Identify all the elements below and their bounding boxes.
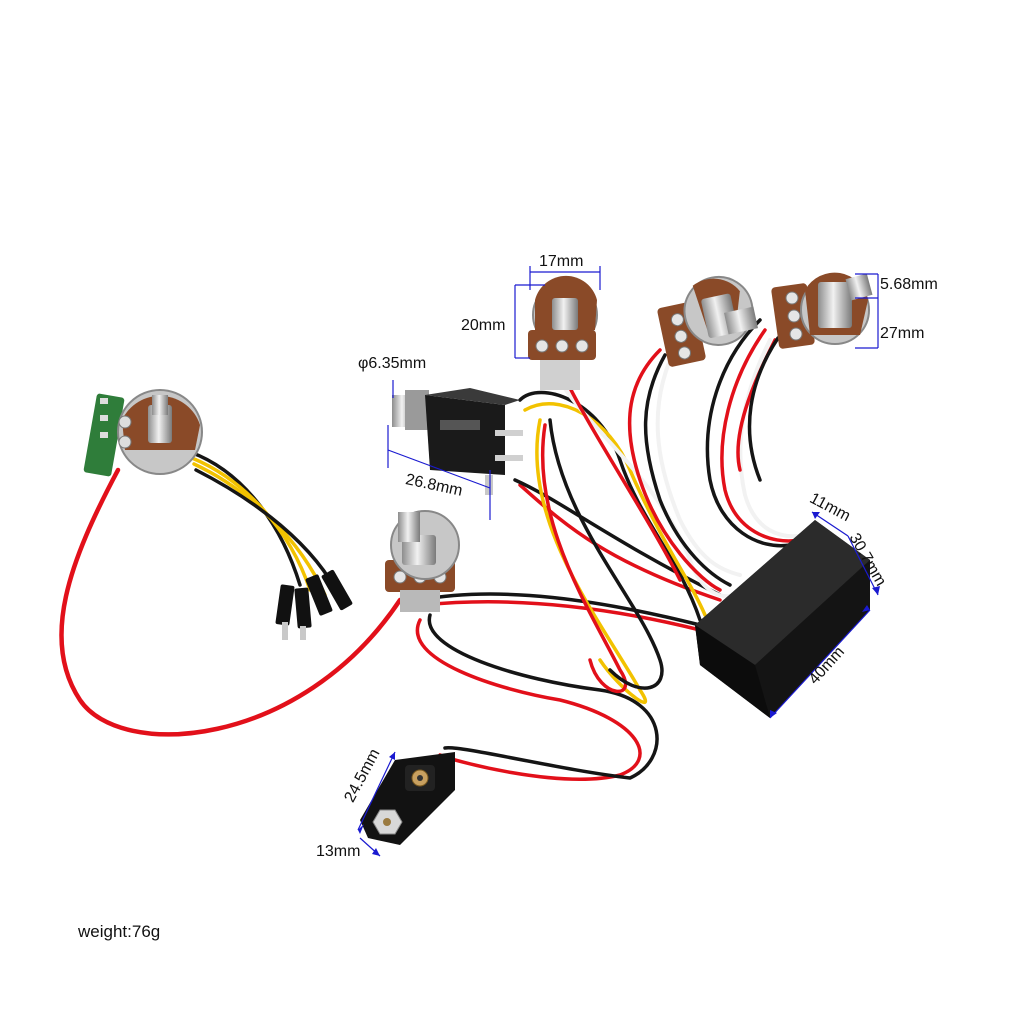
shaft-diameter-label: 5.68mm (880, 276, 938, 293)
dimension-arrowheads (358, 512, 880, 856)
pot-height-label: 20mm (461, 317, 506, 334)
dupont-connectors (275, 569, 353, 640)
output-jack (392, 388, 523, 495)
preamp-box (695, 520, 870, 718)
potentiometer-top-left (528, 275, 598, 390)
wires (59, 318, 807, 781)
clip-width-label: 13mm (316, 843, 361, 860)
shaft-length-label: 27mm (880, 325, 925, 342)
switch-potentiometer (83, 389, 203, 477)
battery-clip (360, 752, 455, 845)
weight-label: weight:76g (78, 922, 161, 941)
pot-width-label: 17mm (539, 253, 584, 270)
potentiometer-top-middle (657, 275, 758, 367)
potentiometer-middle (385, 510, 460, 612)
dimension-lines (357, 266, 879, 857)
jack-diameter-label: φ6.35mm (358, 355, 427, 372)
red-wire-left (59, 467, 403, 737)
potentiometer-top-right (771, 272, 873, 349)
